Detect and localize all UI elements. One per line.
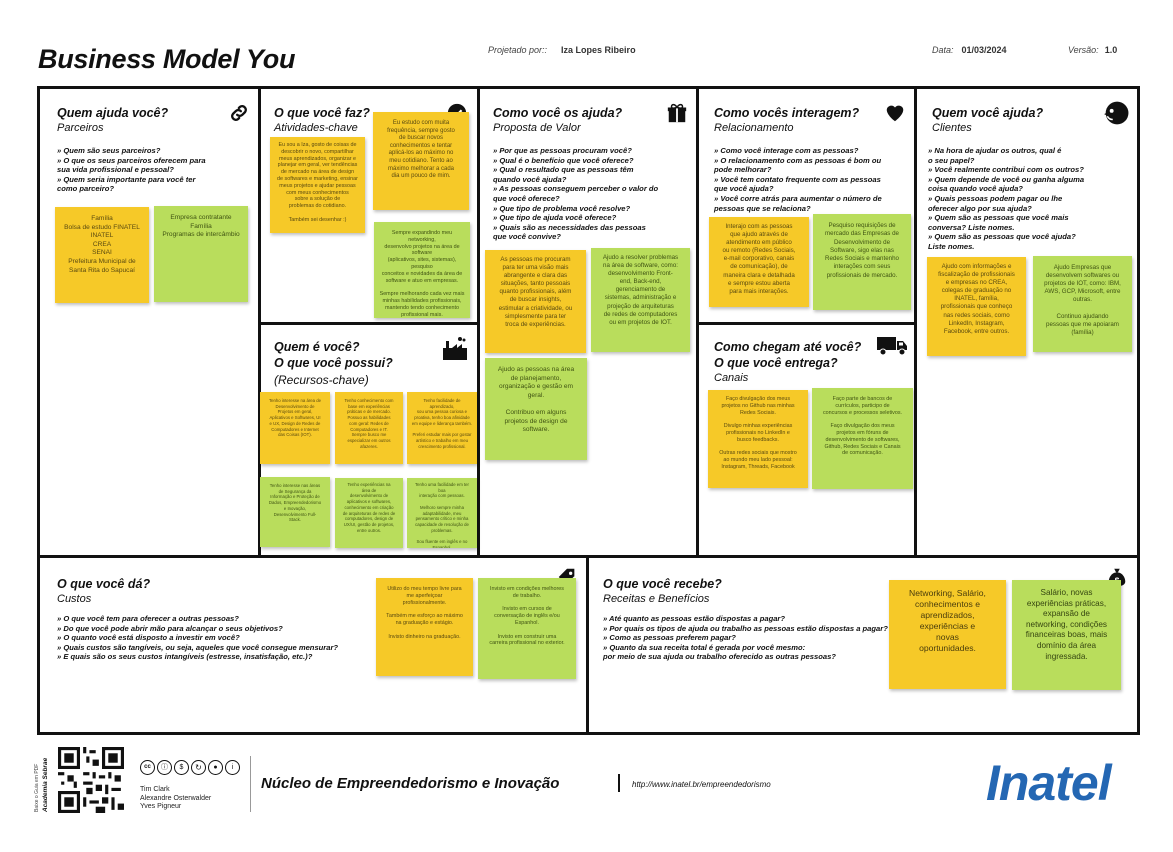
- nc-icon: $: [174, 760, 189, 775]
- vertical-label: Baixe o Guia em PDF: [34, 763, 40, 812]
- sticky-note[interactable]: Ajudo com informações e fiscalização de …: [927, 257, 1026, 356]
- section-subtitle: Parceiros: [57, 122, 104, 134]
- section-subtitle: Custos: [57, 593, 92, 605]
- section-questions: » Por que as pessoas procuram você? » Qu…: [493, 146, 659, 242]
- section-questions: » O que você tem para oferecer a outras …: [57, 614, 339, 662]
- sticky-note[interactable]: Tenho uma facilidade em ter boa interaçã…: [407, 478, 477, 548]
- divider: [696, 322, 917, 325]
- section-title: Quem você ajuda?: [932, 106, 1044, 120]
- truck-icon: [877, 337, 907, 356]
- date: Data: 01/03/2024: [932, 45, 1007, 55]
- section-subtitle: Clientes: [932, 122, 972, 134]
- sticky-note[interactable]: Faço parte de bancos de currículos, part…: [812, 388, 913, 489]
- sticky-note[interactable]: Salário, novas experiências práticas, ex…: [1012, 580, 1121, 690]
- sticky-note[interactable]: Eu estudo com muita frequência, sempre g…: [373, 112, 469, 210]
- date-label: Data:: [932, 45, 954, 55]
- sticky-note[interactable]: Ajudo a resolver problemas na área de so…: [591, 248, 690, 352]
- section-subtitle: Receitas e Benefícios: [603, 593, 710, 605]
- footer-url[interactable]: http://www.inatel.br/empreendedorismo: [632, 780, 771, 789]
- sticky-note[interactable]: Invisto em condições melhores de trabalh…: [478, 578, 576, 679]
- sticky-note[interactable]: Tenho experiências na área de desenvolvi…: [335, 478, 403, 548]
- divider: [258, 86, 261, 557]
- divider: [258, 322, 479, 325]
- sticky-note[interactable]: Faço divulgação dos meus projetos no Git…: [708, 390, 808, 488]
- designed-by-label: Projetado por::: [488, 45, 548, 55]
- cc-license-icons: cc ⓘ $ ↻ ● i: [140, 760, 240, 775]
- section-questions: » Como você interage com as pessoas? » O…: [714, 146, 882, 213]
- section-title: Como você os ajuda?: [493, 106, 623, 120]
- section-questions: » Na hora de ajudar os outros, qual é o …: [928, 146, 1085, 251]
- sa-icon: ↻: [191, 760, 206, 775]
- sticky-note[interactable]: Pesquiso requisições de mercado das Empr…: [813, 214, 911, 310]
- divider: [618, 774, 620, 792]
- section-title-2: O que você entrega?: [714, 356, 838, 370]
- divider: [586, 556, 589, 734]
- version-value[interactable]: 1.0: [1104, 45, 1118, 55]
- cc-icon: cc: [140, 760, 155, 775]
- factory-icon: [443, 337, 467, 360]
- section-title: O que você recebe?: [603, 577, 722, 591]
- link-icon: [231, 105, 247, 121]
- sticky-note[interactable]: Utilizo do meu tempo livre para me aperf…: [376, 578, 473, 676]
- by-icon: ⓘ: [157, 760, 172, 775]
- version: Versão: 1.0: [1068, 45, 1117, 55]
- sticky-note[interactable]: Tenho conhecimento com base em experiênc…: [335, 392, 403, 464]
- sticky-note[interactable]: Networking, Salário, conhecimentos e apr…: [889, 580, 1006, 689]
- sticky-note[interactable]: Tenho interesse nas áreas de Segurança d…: [260, 477, 330, 547]
- sticky-note[interactable]: Tenho interesse na área de Desenvolvimen…: [260, 392, 330, 464]
- face-icon: [1104, 101, 1129, 125]
- date-value[interactable]: 01/03/2024: [961, 45, 1007, 55]
- sticky-note[interactable]: Tenho facilidade de aprendizado, sou uma…: [407, 392, 477, 464]
- page-title: Business Model You: [38, 44, 296, 74]
- section-title: Quem ajuda você?: [57, 106, 169, 120]
- sticky-note[interactable]: As pessoas me procuram para ter uma visã…: [485, 250, 586, 353]
- inatel-logo: Inatel: [986, 755, 1112, 811]
- sticky-note[interactable]: Ajudo as pessoas na área de planejamento…: [485, 358, 587, 460]
- divider: [696, 86, 699, 557]
- section-subtitle: Canais: [714, 372, 749, 384]
- sticky-note[interactable]: Empresa contratante Família Programas de…: [154, 206, 248, 302]
- sticky-note[interactable]: Eu sou a Iza, gosto de coisas de descobr…: [270, 137, 365, 233]
- version-label: Versão:: [1068, 45, 1099, 55]
- section-subtitle: (Recursos-chave): [274, 373, 369, 387]
- section-title: Quem é você?: [274, 340, 360, 354]
- section-title: Como vocês interagem?: [714, 106, 860, 120]
- section-subtitle: Atividades-chave: [274, 122, 358, 134]
- share-icon: ●: [208, 760, 223, 775]
- section-questions: » Quem são seus parceiros? » O que os se…: [57, 146, 206, 194]
- sticky-note[interactable]: Família Bolsa de estudo FINATEL INATEL C…: [55, 207, 149, 303]
- info-icon: i: [225, 760, 240, 775]
- sticky-note[interactable]: Sempre expandindo meu networking, desenv…: [374, 222, 470, 318]
- gift-icon: [667, 103, 687, 123]
- academy-label: Academia Sebrae: [42, 757, 49, 812]
- section-title: O que você faz?: [274, 106, 370, 120]
- section-questions: » Até quanto as pessoas estão dispostas …: [603, 614, 888, 662]
- section-title: Como chegam até você?: [714, 340, 862, 354]
- sticky-note[interactable]: Interajo com as pessoas que ajudo atravé…: [709, 217, 809, 307]
- sticky-note[interactable]: Ajudo Empresas que desenvolvem softwares…: [1033, 256, 1132, 352]
- designed-by: Projetado por::Iza Lopes Ribeiro: [488, 45, 636, 55]
- divider: [250, 756, 251, 812]
- section-title-2: O que você possui?: [274, 356, 393, 370]
- section-title: O que você dá?: [57, 577, 151, 591]
- footer-title: Núcleo de Empreendedorismo e Inovação: [261, 775, 560, 792]
- section-subtitle: Proposta de Valor: [493, 122, 581, 134]
- designed-by-value[interactable]: Iza Lopes Ribeiro: [561, 45, 636, 55]
- divider: [914, 86, 917, 557]
- qr-code-icon[interactable]: [58, 747, 124, 813]
- divider: [477, 86, 480, 557]
- section-subtitle: Relacionamento: [714, 122, 794, 134]
- heart-icon: [886, 105, 904, 122]
- authors: Tim Clark Alexandre Osterwalder Yves Pig…: [140, 786, 212, 810]
